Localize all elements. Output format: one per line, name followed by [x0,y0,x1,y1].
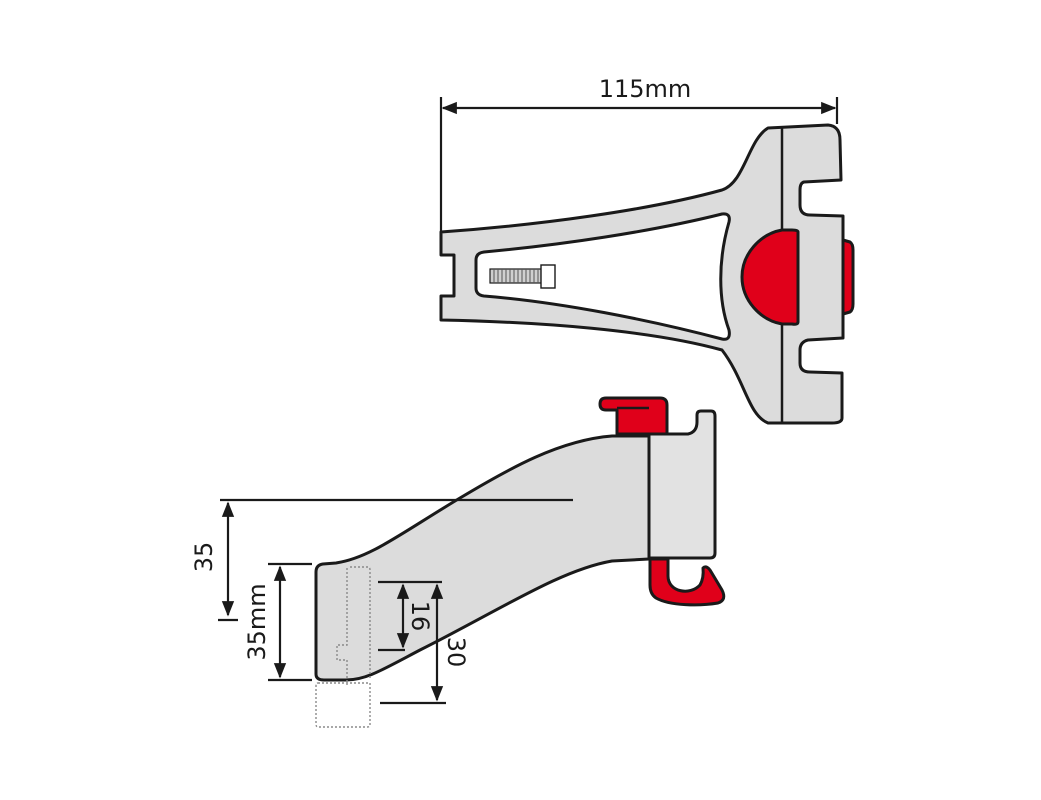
side-view: 35 35mm 16 30 [190,396,726,728]
offset-label: 35 [190,542,218,573]
red-side-tab [841,238,855,316]
side-arm-body [314,434,651,682]
hidden-slot-outline [336,566,371,685]
screw-icon [489,264,556,289]
inner-long-label: 30 [442,637,470,668]
inner-short-label: 16 [406,601,434,632]
red-bottom-hook [648,557,726,607]
hidden-extension-outline [315,682,371,728]
top-view: 115mm [439,75,855,425]
rear-mount-plate [647,409,717,560]
red-release-button [740,228,800,326]
red-top-clip [598,396,669,436]
width-label: 115mm [599,75,692,103]
height-label: 35mm [243,583,271,660]
top-bracket-cutout [474,212,731,341]
